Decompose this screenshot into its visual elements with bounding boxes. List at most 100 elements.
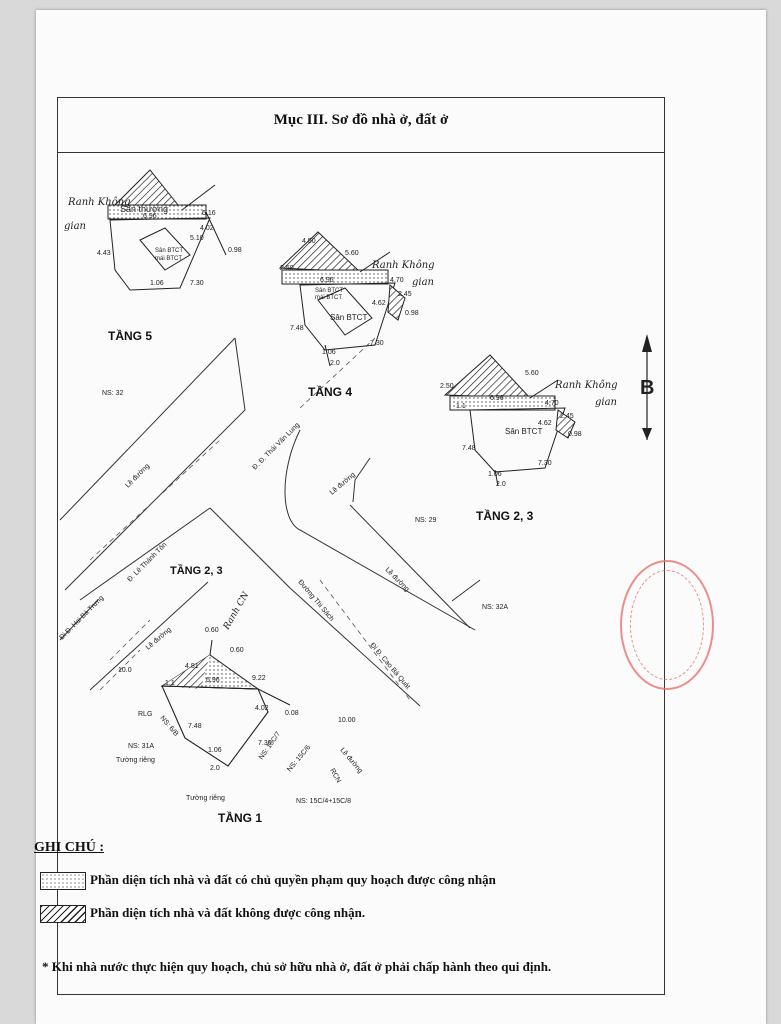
dim-f23-11: 1.1 [456,403,466,410]
floor-5-mai-btct: mái BTCT [155,256,182,262]
floor-4-ranh: Ranh Không [371,260,435,271]
dim-f1-060a: 0.60 [205,627,219,634]
rlg-label: RLG [138,711,152,718]
floor-5-ranh: Ranh Không [67,197,131,208]
dim-f5-616: 6.16 [202,210,216,217]
section-frame: Mục III. Sơ đồ nhà ở, đất ở [57,97,665,995]
ns-15c6: NS: 15C/6 [286,744,312,773]
floor-5-san-btct: Sân BTCT [155,248,183,254]
street-dashed-lines [89,337,411,701]
dim-f1-106: 1.06 [208,747,222,754]
dim-f23-245: 2.45 [560,413,574,420]
rcn-label: RCN [328,768,342,785]
le-duong-4: Lề đường [144,625,173,652]
dim-f1-696: 6.96 [206,677,220,684]
dim-f1-748: 7.48 [188,723,202,730]
dim-f4-470: 4.70 [390,277,404,284]
dim-f23-106: 1.06 [488,471,502,478]
le-duong-2: Lề đường [328,470,357,497]
dim-f1-008: 0.08 [285,710,299,717]
dim-f4-098: 0.98 [405,310,419,317]
red-seal-stamp [620,560,714,690]
dim-f5-696: 6.96 [143,213,157,220]
ns-15c8: NS: 15C/4+15C/8 [296,798,351,805]
floor-4-plan [278,231,406,367]
dim-f23-560: 5.60 [525,370,539,377]
tuong-rieng-1: Tường riêng [116,757,155,764]
floor-23-gian: gian [595,397,617,408]
dim-f23-20: 2.0 [496,481,506,488]
tuong-rieng-2: Tường riêng [186,795,225,802]
dim-f5-510: 5.10 [190,235,204,242]
section-header: Mục III. Sơ đồ nhà ở, đất ở [58,98,664,153]
dim-f23-696: 6.96 [490,395,504,402]
street-thi-sach: Đường Thi Sách [296,579,335,623]
street-cao-ba-quat: Đi Đ. Cao Bá Quát [368,642,411,691]
dim-f4-106: 1.06 [322,349,336,356]
dim-f1-11: 1.1 [165,680,175,687]
dim-f4-245: 2.45 [398,291,412,298]
dim-f23-098: 0.98 [568,431,582,438]
floor-4-gian: gian [412,277,434,288]
dim-f23-748: 7.48 [462,445,476,452]
dim-f1-922: 9.22 [252,675,266,682]
floor-5-san-thuong: Sân thượng [120,204,168,214]
floor-23-right-plan [443,354,576,487]
legend-title: GHI CHÚ : [34,840,104,855]
floor-5-gian: gian [64,221,86,232]
planning-note: * Khi nhà nước thực hiện quy hoạch, chủ … [42,959,552,974]
dim-f23-470: 4.70 [545,400,559,407]
dim-f1-481: 4.81 [185,663,199,670]
floor-23-right-label: TẦNG 2, 3 [476,508,534,523]
floor-1-plan [160,639,291,767]
dim-f5-443: 4.43 [97,250,111,257]
ns-32: NS: 32 [102,390,124,397]
street-lines [59,337,481,707]
dim-f4-748: 7.48 [290,325,304,332]
dim-f23-250: 2.50 [440,383,454,390]
ns-29: NS: 29 [415,517,437,524]
floor-23-san: Sân BTCT [505,427,542,436]
floor-4-mai-btct: mái BTCT [315,295,342,301]
street-thai-van-lung: Đ. Đ. Thái Văn Lung [251,422,301,472]
dim-f4-730: 7.30 [370,340,384,347]
dim-f23-462: 4.62 [538,420,552,427]
floor-23-ranh: Ranh Không [554,380,618,391]
floor-4-label: TẦNG 4 [308,384,352,399]
floor-4-san-btct: Sân BTCT [315,288,343,294]
dim-f4-450: 4.50 [302,238,316,245]
dim-f4-250: 2.50 [280,265,294,272]
dim-f4-20: 2.0 [330,360,340,367]
compass-label: B [640,377,654,399]
le-duong-1: Lề đường [123,461,151,489]
dim-f1-1000: 10.00 [338,717,356,724]
legend-item-unrecognized-label: Phần diện tích nhà và đất không được côn… [90,905,366,920]
dim-f5-730: 7.30 [190,280,204,287]
north-arrow-icon [642,334,652,440]
dim-f1-20: 2.0 [210,765,220,772]
ns-32a: NS: 32A [482,604,508,611]
floor-1-ranh-cn: Ranh CN [221,590,252,633]
ns-31a: NS: 31A [128,743,154,750]
hatched-swatch-icon [40,905,86,923]
dim-f5-098: 0.98 [228,247,242,254]
floor-23-left-label: TẦNG 2, 3 [170,564,223,577]
dim-f5-402: 4.02 [200,225,214,232]
floor-4-san: Sân BTCT [330,313,367,322]
dim-f1-060b: 0.60 [230,647,244,654]
section-title: Mục III. Sơ đồ nhà ở, đất ở [273,112,449,128]
dotted-swatch-icon [40,872,86,890]
floor-5-label: TẦNG 5 [108,328,152,343]
le-duong-3: Lề đường [384,565,412,593]
legend-item-recognized-label: Phần diện tích nhà và đất có chủ quyền p… [90,872,496,887]
dim-f5-106: 1.06 [150,280,164,287]
dim-f23-730: 7.30 [538,460,552,467]
floor-5-plan [107,169,227,291]
dim-f1-730: 7.30 [258,740,272,747]
dim-f1-402: 4.02 [255,705,269,712]
le-duong-5: Lề đường [338,746,365,775]
dim-f4-696: 6.96 [320,277,334,284]
dim-f4-462: 4.62 [372,300,386,307]
floor-1-label: TẦNG 1 [218,810,262,825]
